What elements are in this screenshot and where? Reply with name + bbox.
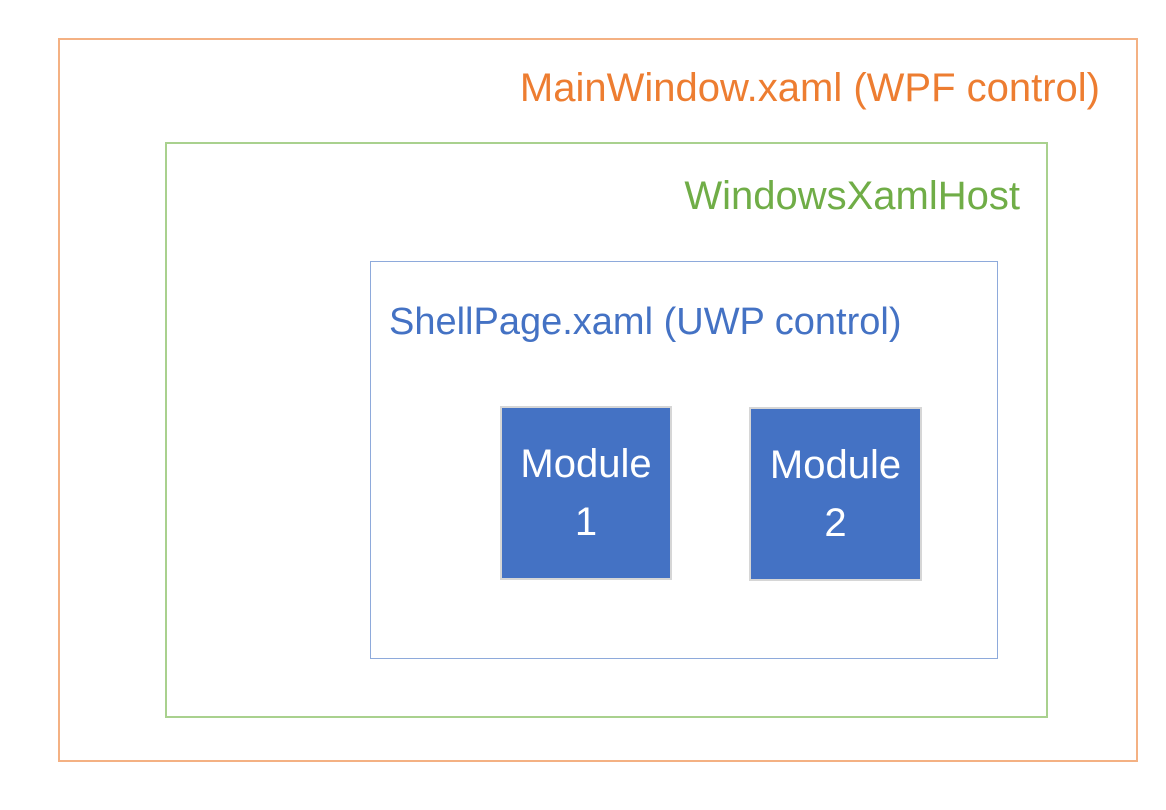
module-1-label-line1: Module — [520, 442, 652, 486]
module-2-label-line1: Module — [769, 443, 902, 487]
mainwindow-wpf-label: MainWindow.xaml (WPF control) — [519, 66, 1100, 110]
module-1-box: Module 1 — [500, 406, 672, 580]
module-2-label-line2: 2 — [824, 501, 847, 545]
windowsxamlhost-box: WindowsXamlHost ShellPage.xaml (UWP cont… — [165, 142, 1048, 718]
windowsxamlhost-label: WindowsXamlHost — [684, 174, 1020, 218]
module-1-label-line2: 1 — [574, 500, 598, 544]
module-2-box: Module 2 — [749, 407, 922, 581]
shellpage-uwp-box: ShellPage.xaml (UWP control) Module 1 Mo… — [370, 261, 998, 659]
shellpage-uwp-label: ShellPage.xaml (UWP control) — [389, 301, 902, 343]
mainwindow-wpf-box: MainWindow.xaml (WPF control) WindowsXam… — [58, 38, 1138, 762]
